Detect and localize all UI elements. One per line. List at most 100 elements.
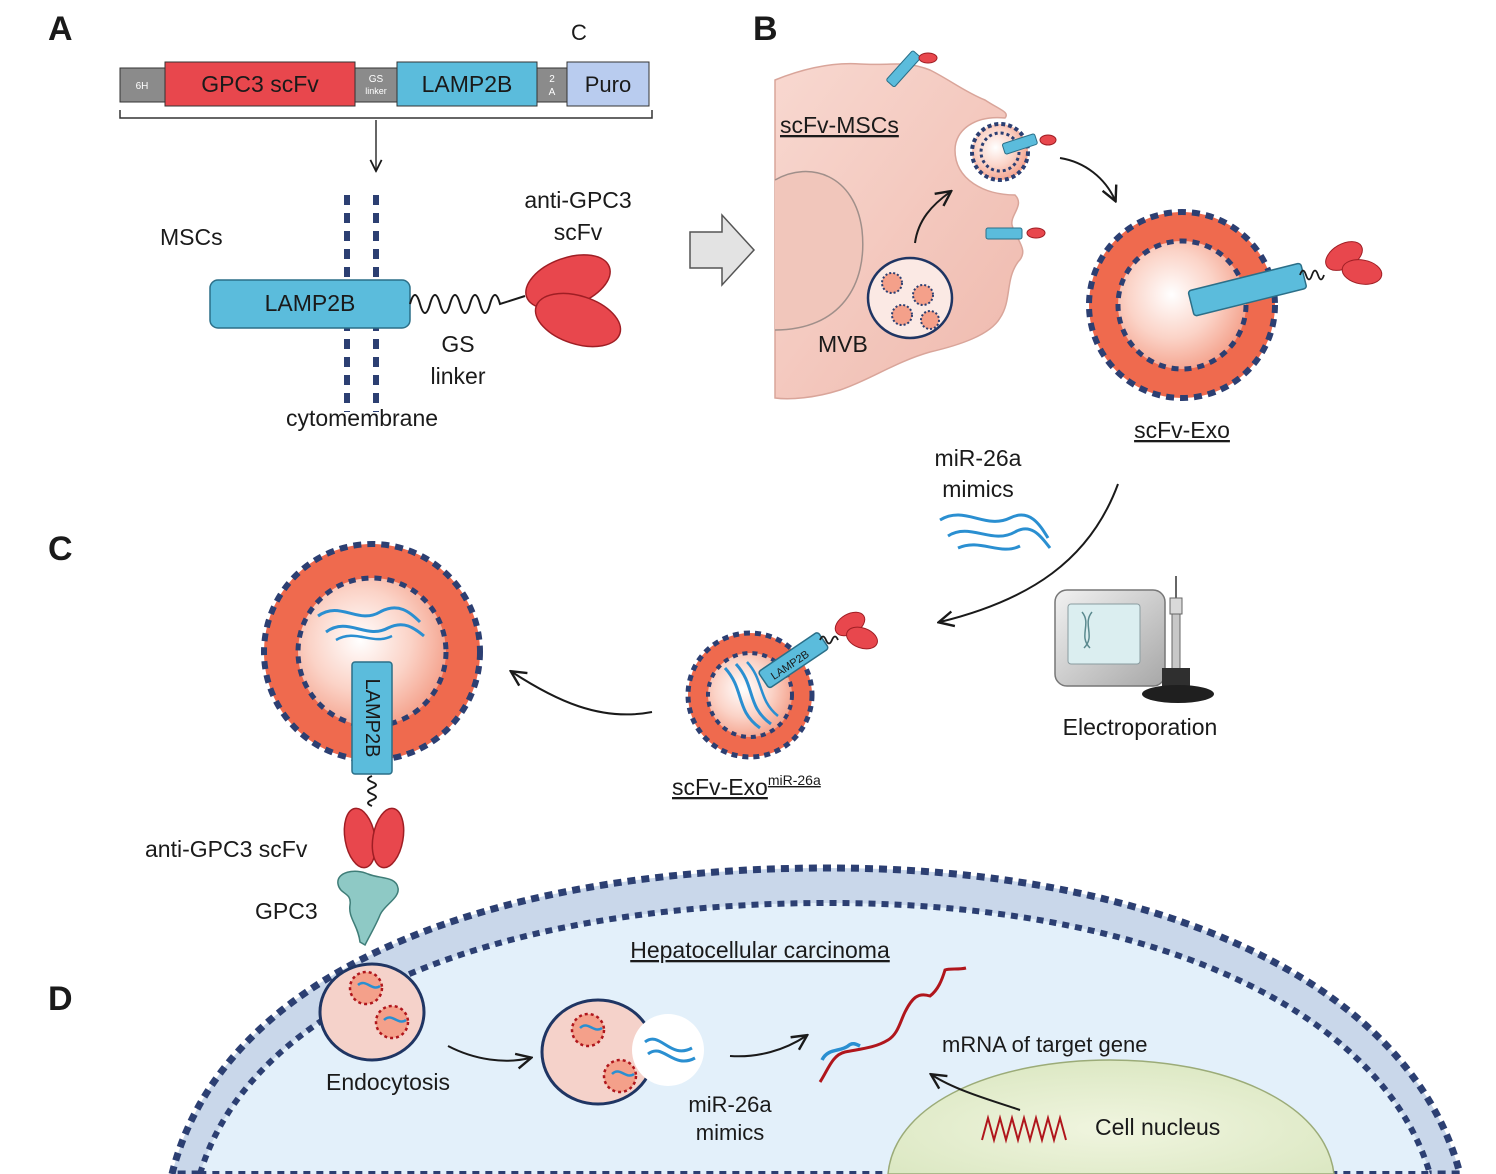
scfv-exo-label: scFv-Exo: [1134, 417, 1230, 443]
binding-arrow: [729, 1036, 806, 1058]
mscs-label: MSCs: [160, 224, 223, 250]
mvb-vesicle-4: [920, 310, 940, 330]
exo-mir-lamp2b: [758, 632, 829, 689]
released-mir-label-line2: mimics: [696, 1120, 764, 1145]
scfv-exo-lamp2b: [1187, 262, 1307, 317]
anti-gpc3-scfv-label: anti-GPC3 scFv: [145, 836, 308, 862]
hcc-label: Hepatocellular carcinoma: [630, 937, 890, 963]
scfv-exo-scfv-lower: [1341, 259, 1383, 285]
exo-mir-strand-1: [723, 666, 761, 730]
exo-mir-label-superscript: miR-26a: [768, 772, 821, 788]
gpc3-receptor: [337, 870, 399, 947]
mvb-compartment: [866, 256, 954, 340]
exo-mir-label: scFv-ExomiR-26a: [672, 772, 821, 800]
mir-mimics-label-line1: miR-26a: [935, 445, 1022, 471]
target-exo-mir-strand-2: [325, 623, 425, 638]
release-arrow: [1059, 157, 1115, 200]
electroporation-step: miR-26a mimics Electroporation: [935, 445, 1218, 740]
scfv-mscs-label: scFv-MSCs: [780, 112, 899, 138]
cytomembrane-label: cytomembrane: [286, 405, 438, 431]
targeting-exosome: LAMP2B anti-GPC3 scFv GPC3: [145, 541, 483, 947]
target-exo-lamp2b-label: LAMP2B: [361, 679, 383, 758]
construct-c-terminal-label: C: [571, 20, 587, 45]
endosome-2-mir-b: [611, 1070, 635, 1077]
endosome-2-mir-a: [579, 1024, 603, 1031]
mvb-to-membrane-arrow: [914, 192, 950, 244]
mrna-label: mRNA of target gene: [942, 1032, 1147, 1057]
released-mir-strand-2: [647, 1049, 696, 1063]
mir-mimics-label-line2: mimics: [942, 476, 1014, 502]
transition-arrow: [689, 213, 756, 287]
construct-gs-linker-label-1: GS: [369, 74, 384, 85]
target-exo-mir-strand-1: [317, 606, 422, 624]
construct-lamp2b-box: [396, 61, 538, 107]
panel-d-hcc-cell: Cell nucleus Hepatocellular carcinoma En…: [168, 864, 1464, 1174]
exo-mir-scfv-lower: [846, 626, 878, 650]
lamp2b-transmembrane-label: LAMP2B: [265, 290, 356, 316]
endocytosis-arrow: [447, 1045, 530, 1061]
scfv-exo-large: scFv-Exo: [1086, 209, 1383, 443]
surface-lamp2b-mid: [985, 227, 1023, 240]
construct-t2a-label-2: A: [549, 87, 556, 98]
mvb-vesicle-3: [891, 304, 913, 326]
construct-bracket: [119, 110, 653, 119]
panel-label-b: B: [753, 10, 778, 48]
surface-scfv-mid: [1026, 227, 1046, 239]
construct-gpc3-scfv-box: [164, 61, 356, 107]
construct-gpc3-scfv-label: GPC3 scFv: [201, 71, 319, 97]
targeting-arrow: [512, 672, 653, 716]
budding-exosome-inner: [979, 131, 1021, 173]
endosome-1-mir-a: [357, 981, 381, 989]
exo-mir-strand-3: [746, 661, 779, 717]
electroporator-pipette: [1171, 611, 1181, 671]
released-mir-halo: [632, 1014, 704, 1086]
scfv-lobe-lower: [534, 292, 622, 348]
gene-construct: 6H GPC3 scFv GS linker LAMP2B 2 A Puro C: [119, 20, 653, 170]
released-mir-label-line1: miR-26a: [688, 1092, 772, 1117]
exo-mir-strand-2: [734, 662, 772, 726]
nucleus-shape: [887, 1059, 1335, 1174]
cell-nucleus-shape: [774, 170, 864, 331]
construct-t2a-box: [536, 67, 568, 103]
panel-label-d: D: [48, 980, 73, 1018]
exo-mir-linker: [819, 635, 839, 645]
target-exo-mir-strand-3: [335, 634, 393, 642]
nucleus-label: Cell nucleus: [1095, 1114, 1220, 1140]
budding-lamp2b: [1002, 133, 1038, 155]
mir-mimics-strand-1: [939, 513, 1050, 539]
target-mrna: [818, 966, 967, 1083]
mir-mimics-strand-2: [947, 527, 1052, 549]
target-exo-linker: [367, 775, 377, 807]
electroporator-screen: [1067, 603, 1141, 665]
mvb-vesicle-1: [881, 272, 903, 294]
panel-label-a: A: [48, 10, 73, 48]
scfv-mscs-cell: [774, 62, 1024, 400]
endosome-2-vesicle-a: [570, 1012, 606, 1048]
gs-linker-coil: [409, 294, 526, 314]
loading-arrow: [940, 483, 1119, 622]
endosome-1-vesicle-a: [348, 970, 384, 1006]
nucleus-dna: [981, 1114, 1067, 1144]
electroporator-base: [1142, 685, 1214, 703]
construct-puro-box: [566, 61, 650, 107]
target-exo-lumen: [295, 575, 449, 729]
endosome-1-vesicle-b: [374, 1004, 410, 1040]
endosome-2-vesicle-b: [602, 1058, 638, 1094]
mvb-label: MVB: [818, 331, 868, 357]
mvb-vesicle-2: [912, 284, 934, 306]
scfv-exo-lumen: [1115, 238, 1249, 372]
gpc3-label: GPC3: [255, 898, 318, 924]
anti-gpc3-label-line2: scFv: [554, 219, 603, 245]
endosome-1-mir-b: [383, 1016, 407, 1023]
surface-scfv-top: [918, 52, 938, 64]
construct-tag-6h-box: [119, 67, 166, 103]
panel-label-c: C: [48, 530, 73, 568]
electroporator-screen-helix: [1081, 611, 1093, 649]
construct-lamp2b-label: LAMP2B: [422, 71, 513, 97]
gs-linker-label-line1: GS: [441, 331, 474, 357]
construct-tag-6h-label: 6H: [136, 81, 149, 92]
electroporator-pipette-top: [1169, 597, 1183, 615]
released-mir-strand-1: [644, 1037, 693, 1053]
mrna-bound-mir: [820, 1041, 861, 1061]
